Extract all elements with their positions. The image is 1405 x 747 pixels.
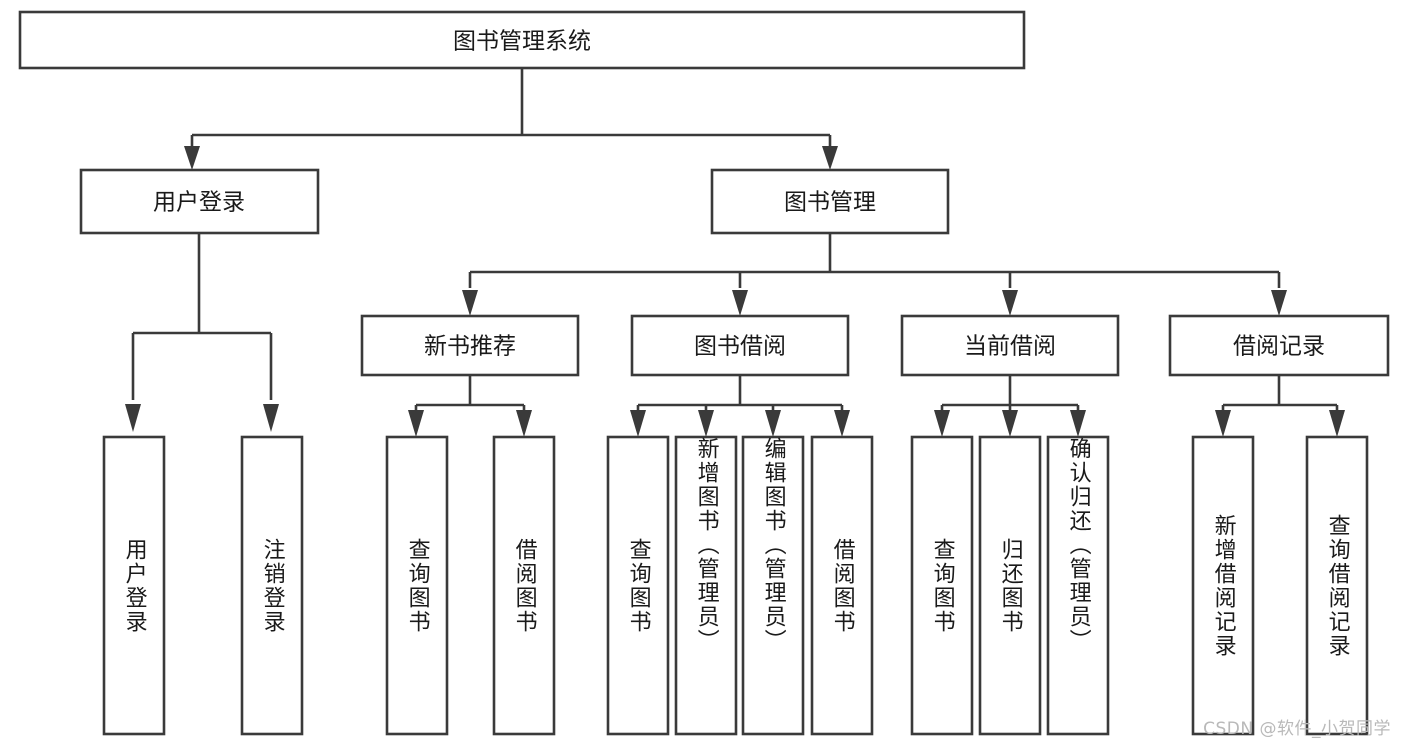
arrowhead-to-leaf-user-login [125,404,141,432]
node-leaf-borrow-book-1-box[interactable] [492,435,556,736]
node-book-borrow-label: 图书借阅 [694,334,786,360]
arrowhead-to-borrow-record [1271,290,1287,316]
node-root[interactable]: 图书管理系统 [18,10,1026,70]
node-borrow-record-box[interactable] [1168,314,1390,377]
arrowhead-to-leaf-borrow-book-1 [516,410,532,437]
arrowhead-to-leaf-query-book-2 [630,410,646,437]
node-current-borrow[interactable]: 当前借阅 [900,314,1120,377]
arrowhead-to-leaf-confirm-return [1070,410,1086,437]
arrowhead-to-leaf-logout-login [263,404,279,432]
node-leaf-confirm-return-box[interactable] [1046,435,1110,736]
node-book-manage-box[interactable] [710,168,950,235]
connector-new-book-recommend-bus [414,375,526,412]
connector-root-to-level2-bus [190,68,832,148]
arrowhead-to-leaf-return-book [1002,410,1018,437]
arrowhead-to-user-login [184,146,200,170]
arrowhead-to-leaf-add-record [1215,410,1231,437]
node-leaf-query-record-box[interactable] [1305,435,1369,736]
node-book-manage-label: 图书管理 [784,190,876,216]
node-leaf-logout-login-box[interactable] [240,435,304,736]
arrowhead-to-book-manage [822,146,838,170]
node-book-manage[interactable]: 图书管理 [710,168,950,235]
arrowhead-to-current-borrow [1002,290,1018,316]
node-current-borrow-box[interactable] [900,314,1120,377]
node-leaf-query-book-3-box[interactable] [910,435,974,736]
node-leaf-user-login-box[interactable] [102,435,166,736]
node-root-label: 图书管理系统 [453,29,591,55]
node-leaf-edit-book-box[interactable] [741,435,805,736]
node-root-box[interactable] [18,10,1026,70]
node-user-login[interactable]: 用户登录 [79,168,320,235]
arrowhead-to-book-borrow [732,290,748,316]
arrowhead-to-leaf-borrow-book-2 [834,410,850,437]
node-new-book-recommend-label: 新书推荐 [424,334,516,360]
node-user-login-box[interactable] [79,168,320,235]
connector-book-borrow-bus [636,375,844,412]
arrowhead-to-leaf-query-record [1329,410,1345,437]
node-leaf-query-book-2-box[interactable] [606,435,670,736]
node-current-borrow-label: 当前借阅 [964,334,1056,360]
node-borrow-record[interactable]: 借阅记录 [1168,314,1390,377]
connector-current-borrow-bus [940,375,1080,412]
arrowhead-to-leaf-edit-book [765,410,781,437]
connector-layer [125,68,1345,437]
arrowhead-to-new-book-recommend [462,290,478,316]
node-new-book-recommend[interactable]: 新书推荐 [360,314,580,377]
connector-user-login-bus [131,233,273,400]
connector-book-manage-bus [468,233,1281,288]
csdn-watermark: CSDN @软件_小贺同学 [1203,719,1391,739]
node-leaf-add-record-box[interactable] [1191,435,1255,736]
node-leaf-query-book-1-box[interactable] [385,435,449,736]
node-leaf-add-book-box[interactable] [674,435,738,736]
node-borrow-record-label: 借阅记录 [1233,334,1325,360]
node-new-book-recommend-box[interactable] [360,314,580,377]
node-leaf-return-book-box[interactable] [978,435,1042,736]
node-leaf-borrow-book-2-box[interactable] [810,435,874,736]
node-book-borrow[interactable]: 图书借阅 [630,314,850,377]
arrowhead-to-leaf-query-book-3 [934,410,950,437]
arrowhead-to-leaf-add-book [698,410,714,437]
connector-borrow-record-bus [1221,375,1339,412]
arrowhead-to-leaf-query-book-1 [408,410,424,437]
node-user-login-label: 用户登录 [153,190,245,216]
node-book-borrow-box[interactable] [630,314,850,377]
